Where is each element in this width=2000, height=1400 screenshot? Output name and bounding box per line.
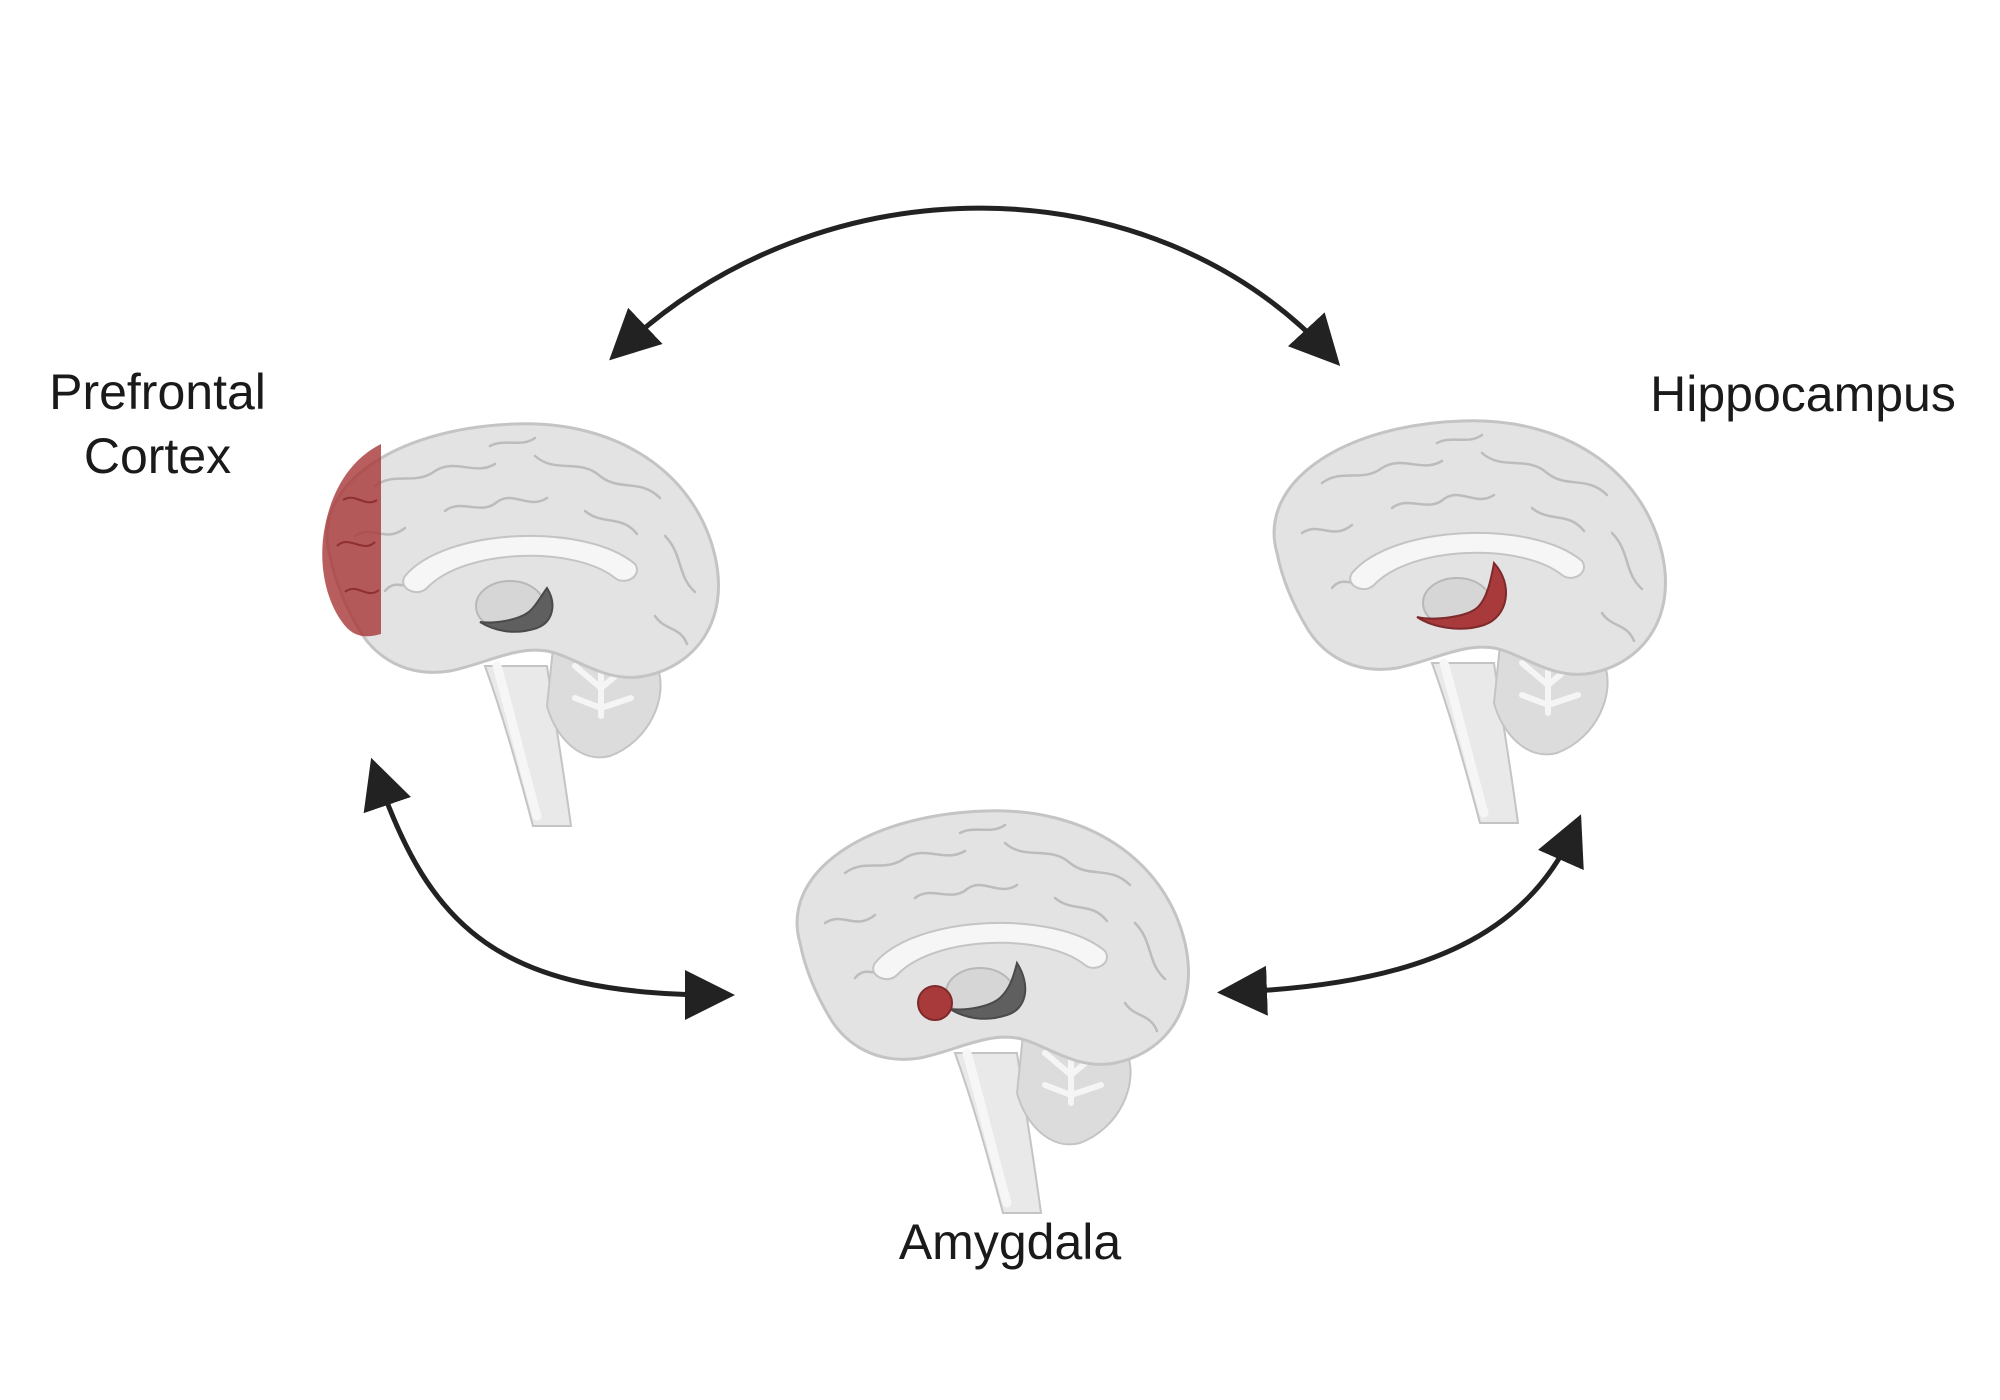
brain-amygdala: [797, 811, 1188, 1213]
arrow-amygdala-hippocampus: [1217, 814, 1584, 1016]
arrow-prefrontal-hippocampus: [609, 205, 1341, 367]
brain-hippocampus: [1274, 421, 1665, 823]
hippocampus-highlight: [1416, 560, 1508, 630]
label-prefrontal-line2: Cortex: [83, 428, 232, 484]
label-prefrontal-cortex: Prefrontal Cortex: [20, 360, 295, 488]
hippocampus-structure: [479, 586, 554, 633]
label-amygdala: Amygdala: [898, 1214, 1122, 1270]
amygdala-highlight: [917, 985, 953, 1021]
label-hippocampus: Hippocampus: [1650, 366, 1956, 422]
prefrontal-cortex-highlight: [322, 444, 381, 637]
arrow-prefrontal-amygdala: [363, 757, 735, 1020]
label-prefrontal-line1: Prefrontal: [49, 364, 266, 420]
brain-prefrontal: [322, 424, 718, 826]
